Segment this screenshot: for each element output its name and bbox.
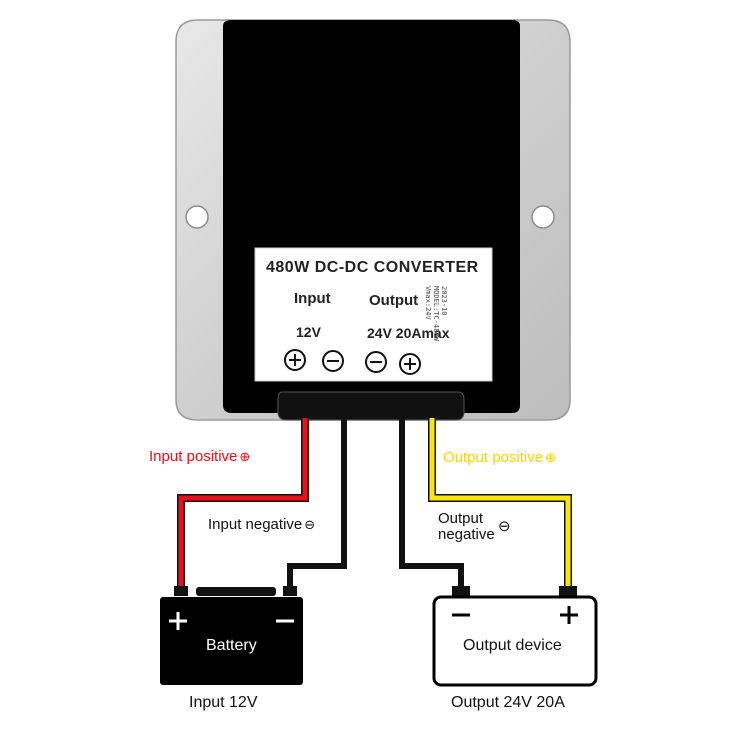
input-heading: Input <box>294 290 331 307</box>
sticker-small-print: 2023-10 MODEL:TC-480W Vmax:24V <box>424 286 448 341</box>
battery <box>160 586 303 685</box>
input-positive-label: Input positive⊕ <box>149 448 250 465</box>
output-device <box>432 586 598 687</box>
small-print-line: MODEL:TC-480W <box>432 286 440 341</box>
battery-caption: Input 12V <box>189 694 258 711</box>
plus-circle-icon: ⊕ <box>545 451 556 466</box>
converter-title: 480W DC-DC CONVERTER <box>266 259 479 276</box>
input-negative-wire <box>287 418 347 592</box>
cable-grommet <box>277 391 465 421</box>
input-minus-terminal-icon <box>322 350 344 372</box>
output-negative-label: Output negative <box>438 511 495 543</box>
input-plus-terminal-icon <box>284 349 306 371</box>
mounting-hole-left <box>185 205 209 229</box>
input-voltage: 12V <box>296 324 321 340</box>
output-spec: 24V 20Amax <box>367 325 450 341</box>
output-negative-wire <box>399 418 464 592</box>
output-negative-text-line2: negative <box>438 526 495 543</box>
input-positive-text: Input positive <box>149 448 238 465</box>
small-print-line: Vmax:24V <box>424 286 432 320</box>
input-negative-label: Input negative⊖ <box>208 516 315 533</box>
output-plus-terminal-icon <box>399 353 421 375</box>
mounting-hole-right <box>531 205 555 229</box>
small-print-line: 2023-10 <box>440 286 448 316</box>
minus-circle-icon: ⊖ <box>304 518 316 533</box>
plus-circle-icon: ⊕ <box>239 450 251 465</box>
output-minus-terminal-icon <box>365 351 387 373</box>
minus-circle-icon: ⊖ <box>498 518 511 535</box>
input-negative-text: Input negative <box>208 516 303 533</box>
battery-label: Battery <box>206 637 257 654</box>
output-device-label: Output device <box>463 637 562 654</box>
output-positive-text: Output positive <box>443 449 544 466</box>
output-device-caption: Output 24V 20A <box>451 694 565 711</box>
input-positive-wire <box>177 418 309 590</box>
output-negative-text-line1: Output <box>438 510 484 527</box>
output-heading: Output <box>369 292 419 309</box>
terminal-symbols <box>284 349 421 375</box>
output-positive-label: Output positive⊕ <box>443 449 556 466</box>
